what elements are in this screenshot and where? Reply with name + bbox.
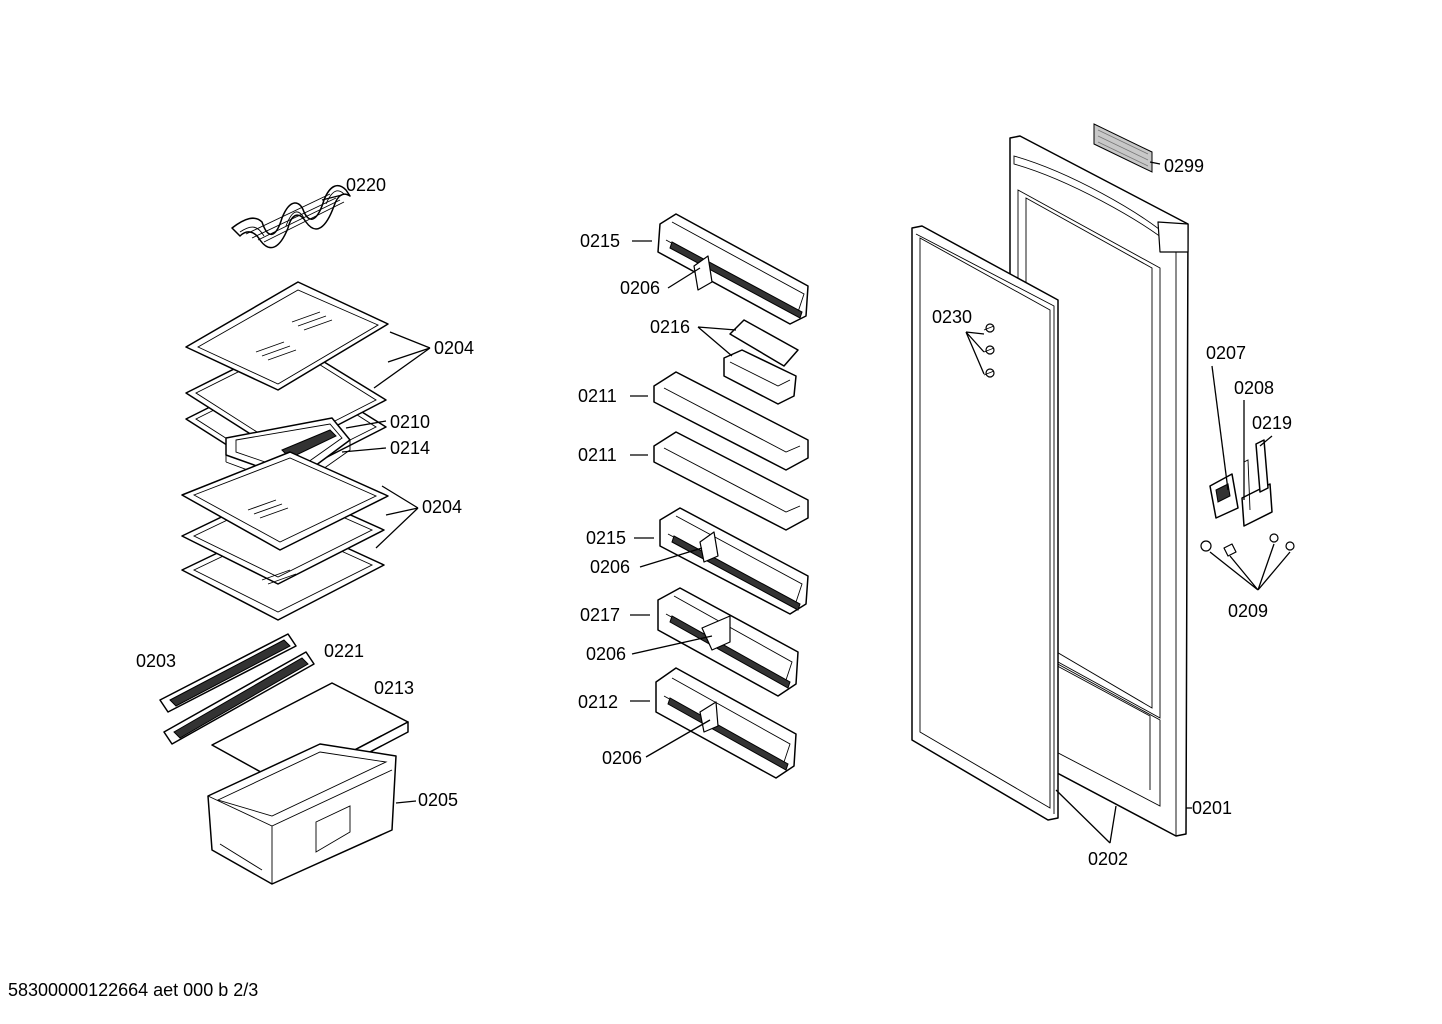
door-label-strip: [1093, 123, 1153, 173]
label-0206-mid: 0206: [590, 557, 630, 577]
door-gasket: [911, 225, 1059, 821]
label-0213: 0213: [374, 678, 414, 698]
label-0210: 0210: [390, 412, 430, 432]
door-bin-top: [657, 213, 809, 325]
middle-leader-lines: [630, 240, 737, 758]
label-0214: 0214: [390, 438, 430, 458]
label-0299: 0299: [1164, 156, 1204, 176]
document-footer-id: 58300000122664 aet 000 b 2/3: [8, 980, 259, 1000]
label-0206-top: 0206: [620, 278, 660, 298]
label-0211-upper: 0211: [578, 386, 617, 406]
label-0215-mid: 0215: [586, 528, 626, 548]
door-bin-lower: [657, 587, 799, 697]
rack-strips: [159, 633, 315, 745]
label-0215-top: 0215: [580, 231, 620, 251]
label-0216: 0216: [650, 317, 690, 337]
screws: [983, 323, 995, 378]
door-bin-bottom: [655, 667, 797, 779]
right-leader-lines: [965, 161, 1291, 844]
label-0203: 0203: [136, 651, 176, 671]
hinge-parts: [1200, 439, 1295, 557]
label-0221: 0221: [324, 641, 364, 661]
label-0208: 0208: [1234, 378, 1274, 398]
label-0206-bottom: 0206: [602, 748, 642, 768]
label-0207: 0207: [1206, 343, 1246, 363]
crisper-drawer: [207, 743, 397, 885]
left-leader-lines: [321, 194, 431, 804]
part-labels: 0220 0204 0210 0214 0204 0203 0221 0213 …: [136, 156, 1292, 869]
door-trays: [653, 371, 809, 531]
label-0211-lower: 0211: [578, 445, 617, 465]
label-0204-upper: 0204: [434, 338, 474, 358]
label-0230: 0230: [932, 307, 972, 327]
label-0205: 0205: [418, 790, 458, 810]
label-0220: 0220: [346, 175, 386, 195]
label-0206-lower: 0206: [586, 644, 626, 664]
lower-glass-shelves: [181, 451, 389, 621]
bottle-rack-part: [231, 184, 351, 249]
label-0202: 0202: [1088, 849, 1128, 869]
label-0219: 0219: [1252, 413, 1292, 433]
label-0212: 0212: [578, 692, 618, 712]
label-0201: 0201: [1192, 798, 1232, 818]
door-bin-mid: [659, 507, 809, 615]
label-0204-lower: 0204: [422, 497, 462, 517]
label-0217: 0217: [580, 605, 620, 625]
label-0209: 0209: [1228, 601, 1268, 621]
door-small-box: [723, 319, 799, 405]
